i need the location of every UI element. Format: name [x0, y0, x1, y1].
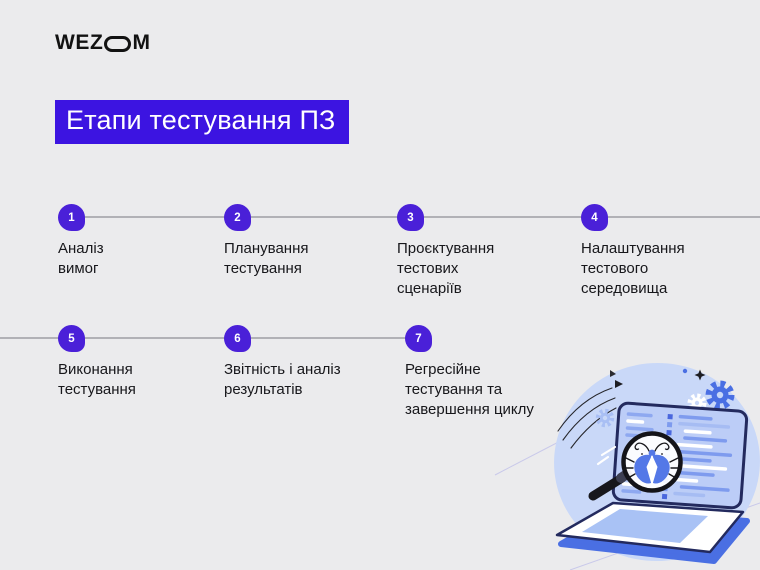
step-label: Аналіз вимог	[58, 240, 104, 277]
step-number-badge: 5	[58, 325, 85, 352]
qa-testing-illustration	[494, 362, 760, 570]
step-number-badge: 3	[397, 204, 424, 231]
step-item-7: 7 Регресійне тестування та завершення ци…	[405, 325, 580, 420]
logo-text-left: WEZ	[55, 31, 104, 54]
step-item-2: 2 Планування тестування	[224, 204, 399, 279]
code-lines	[621, 412, 733, 500]
step-number: 1	[68, 211, 75, 224]
step-label: Планування тестування	[224, 240, 309, 277]
step-item-3: 3 Проєктування тестових сценаріїв	[397, 204, 572, 299]
gear-icon-large	[705, 380, 735, 410]
gear-icon-small	[595, 408, 615, 428]
step-number-badge: 7	[405, 325, 432, 352]
step-item-6: 6 Звітність і аналіз результатів	[224, 325, 399, 400]
step-number-badge: 1	[58, 204, 85, 231]
step-item-5: 5 Виконання тестування	[58, 325, 233, 400]
step-item-4: 4 Налаштування тестового середовища	[581, 204, 756, 299]
step-number: 2	[234, 211, 241, 224]
step-label: Виконання тестування	[58, 361, 136, 398]
step-label: Регресійне тестування та завершення цикл…	[405, 361, 534, 418]
wezom-logo: WEZ M	[55, 31, 151, 55]
laptop-keyboard	[582, 509, 708, 543]
step-number: 5	[68, 332, 75, 345]
step-label: Звітність і аналіз результатів	[224, 361, 341, 398]
sparkle-icon	[694, 369, 706, 381]
wezom-logo-o-icon	[104, 35, 132, 52]
magnifier-icon	[588, 431, 683, 501]
arrow-icon	[615, 380, 623, 388]
page-title: Етапи тестування ПЗ	[55, 100, 349, 144]
bug-icon	[624, 442, 680, 486]
step-item-1: 1 Аналіз вимог	[58, 204, 233, 279]
step-label: Налаштування тестового середовища	[581, 240, 685, 297]
timeline-line-row-2	[0, 337, 418, 339]
dot-icon	[682, 368, 688, 374]
step-label: Проєктування тестових сценаріїв	[397, 240, 495, 297]
step-number: 3	[407, 211, 414, 224]
step-number-badge: 6	[224, 325, 251, 352]
step-number: 6	[234, 332, 241, 345]
gear-icon-white	[687, 393, 707, 413]
step-number: 7	[415, 332, 422, 345]
step-number-badge: 2	[224, 204, 251, 231]
step-number-badge: 4	[581, 204, 608, 231]
swoosh-arcs	[557, 387, 617, 449]
speed-lines	[596, 445, 617, 466]
logo-text-right: M	[132, 31, 151, 54]
step-number: 4	[591, 211, 598, 224]
cursor-arrow-icon	[610, 370, 616, 377]
